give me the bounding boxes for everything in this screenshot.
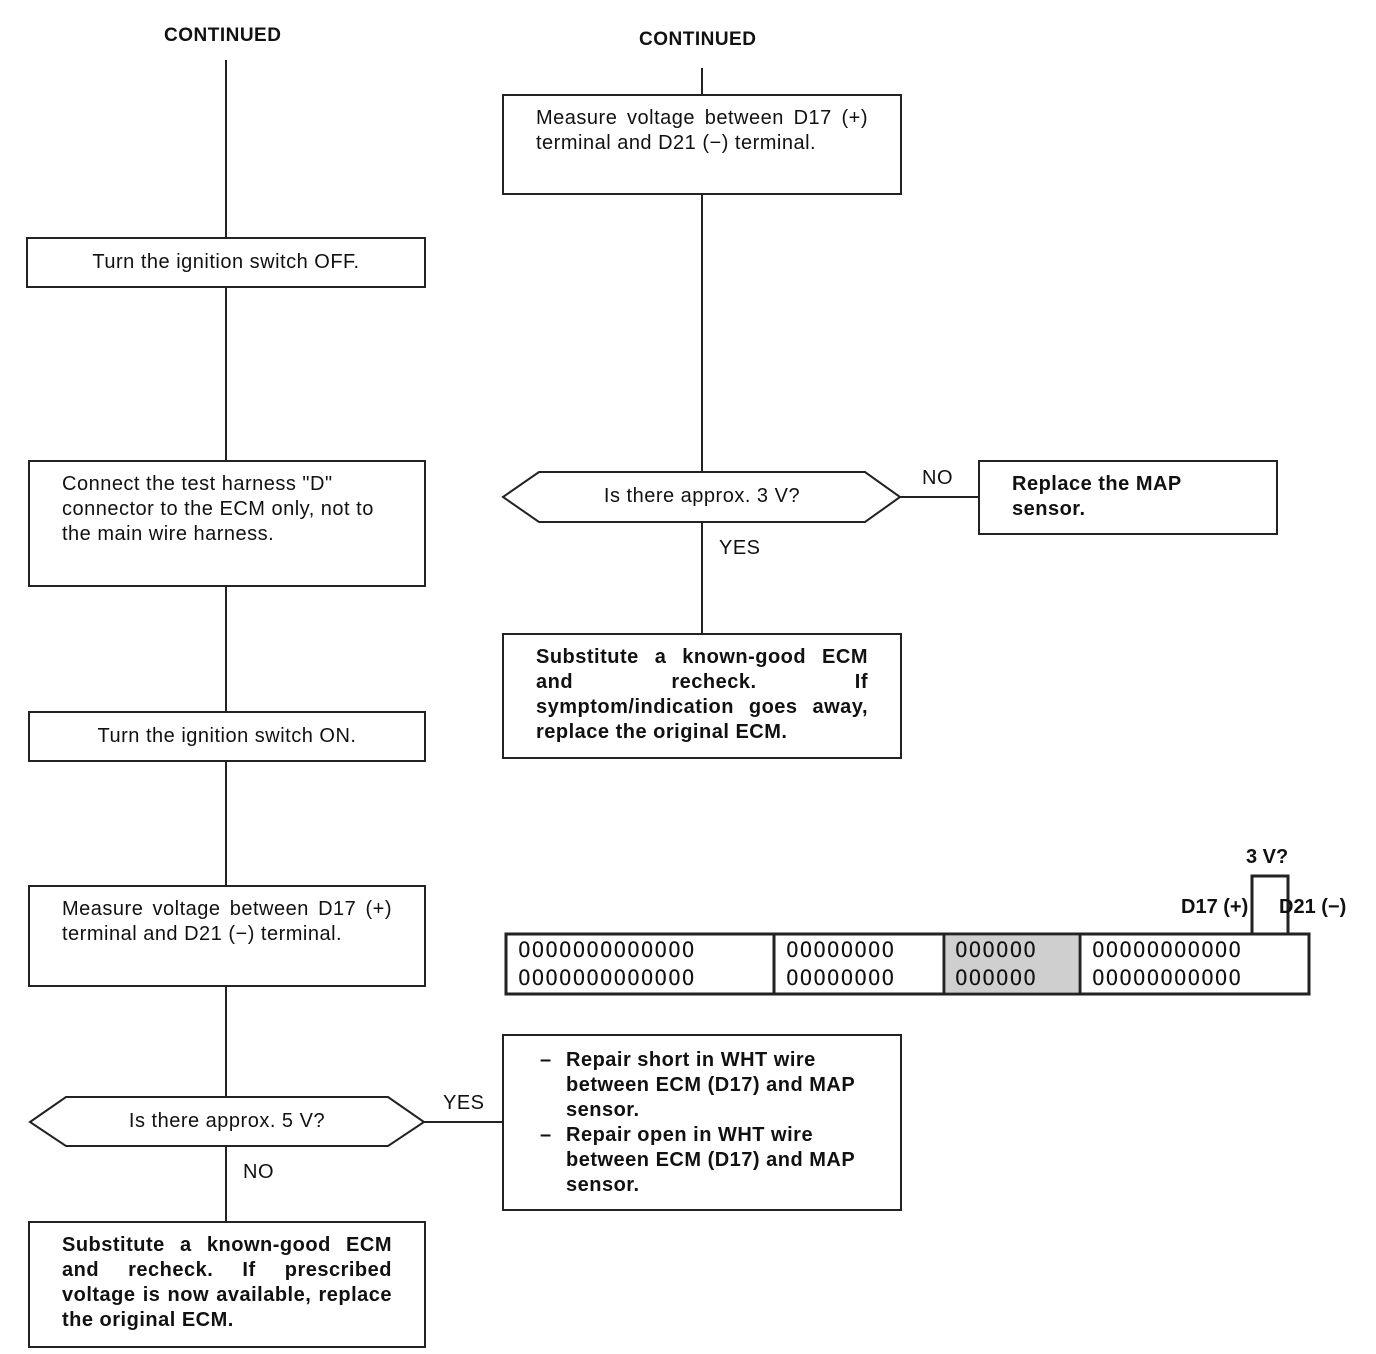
connector-section-4: OOOOOOOOOOO OOOOOOOOOOO bbox=[1092, 936, 1242, 992]
yes-label-5v: YES bbox=[443, 1092, 485, 1114]
step-substitute-ecm-left-text: Substitute a known-good ECM and recheck.… bbox=[62, 1234, 392, 1331]
section-1-row-2: OOOOOOOOOOOOO bbox=[518, 966, 696, 990]
section-1-row-1: OOOOOOOOOOOOO bbox=[518, 938, 696, 962]
no-label-5v: NO bbox=[243, 1161, 274, 1183]
pin-d21-label: D21 (−) bbox=[1279, 896, 1347, 918]
no-label-3v: NO bbox=[922, 467, 953, 489]
step-ignition-on-text: Turn the ignition switch ON. bbox=[97, 725, 357, 747]
step-substitute-ecm-left: Substitute a known-good ECM and recheck.… bbox=[28, 1221, 426, 1348]
decision-shape-3v bbox=[501, 471, 902, 523]
section-3-row-1: OOOOOO bbox=[955, 938, 1037, 962]
step-measure-voltage-right: Measure voltage between D17 (+) terminal… bbox=[502, 94, 902, 195]
continued-header-left: CONTINUED bbox=[164, 25, 282, 46]
step-connect-harness-text: Connect the test harness "D" connector t… bbox=[62, 473, 374, 545]
step-ignition-off-text: Turn the ignition switch OFF. bbox=[92, 251, 360, 273]
step-measure-voltage-right-text: Measure voltage between D17 (+) terminal… bbox=[536, 107, 868, 154]
continued-header-right: CONTINUED bbox=[639, 29, 757, 50]
decision-3v: Is there approx. 3 V? bbox=[603, 485, 801, 507]
connector-section-2: OOOOOOOO OOOOOOOO bbox=[786, 936, 895, 992]
section-4-row-1: OOOOOOOOOOO bbox=[1092, 938, 1243, 962]
connector-section-3: OOOOOO OOOOOO bbox=[955, 936, 1037, 992]
connector-section-1: OOOOOOOOOOOOO OOOOOOOOOOOOO bbox=[518, 936, 695, 992]
step-measure-voltage-left: Measure voltage between D17 (+) terminal… bbox=[28, 885, 426, 987]
connector-voltage-label: 3 V? bbox=[1246, 846, 1289, 868]
section-4-row-2: OOOOOOOOOOO bbox=[1092, 966, 1243, 990]
step-replace-map-sensor-text: Replace the MAP sensor. bbox=[1012, 473, 1182, 520]
step-ignition-on: Turn the ignition switch ON. bbox=[28, 711, 426, 762]
decision-5v: Is there approx. 5 V? bbox=[128, 1110, 326, 1132]
step-ignition-off: Turn the ignition switch OFF. bbox=[26, 237, 426, 288]
section-2-row-1: OOOOOOOO bbox=[786, 938, 896, 962]
decision-shape-5v bbox=[28, 1096, 426, 1147]
step-repair-wht-wire: Repair short in WHT wire between ECM (D1… bbox=[502, 1034, 902, 1211]
pin-d17-label: D17 (+) bbox=[1181, 896, 1249, 918]
repair-list: Repair short in WHT wire between ECM (D1… bbox=[536, 1048, 868, 1198]
step-measure-voltage-left-text: Measure voltage between D17 (+) terminal… bbox=[62, 898, 392, 945]
section-3-row-2: OOOOOO bbox=[955, 966, 1037, 990]
step-connect-harness: Connect the test harness "D" connector t… bbox=[28, 460, 426, 587]
yes-label-3v: YES bbox=[719, 537, 761, 559]
step-replace-map-sensor: Replace the MAP sensor. bbox=[978, 460, 1278, 535]
step-substitute-ecm-right-text: Substitute a known-good ECM and recheck.… bbox=[536, 646, 868, 743]
step-substitute-ecm-right: Substitute a known-good ECM and recheck.… bbox=[502, 633, 902, 759]
section-2-row-2: OOOOOOOO bbox=[786, 966, 896, 990]
repair-item-open: Repair open in WHT wire between ECM (D17… bbox=[536, 1123, 868, 1198]
repair-item-short: Repair short in WHT wire between ECM (D1… bbox=[536, 1048, 868, 1123]
